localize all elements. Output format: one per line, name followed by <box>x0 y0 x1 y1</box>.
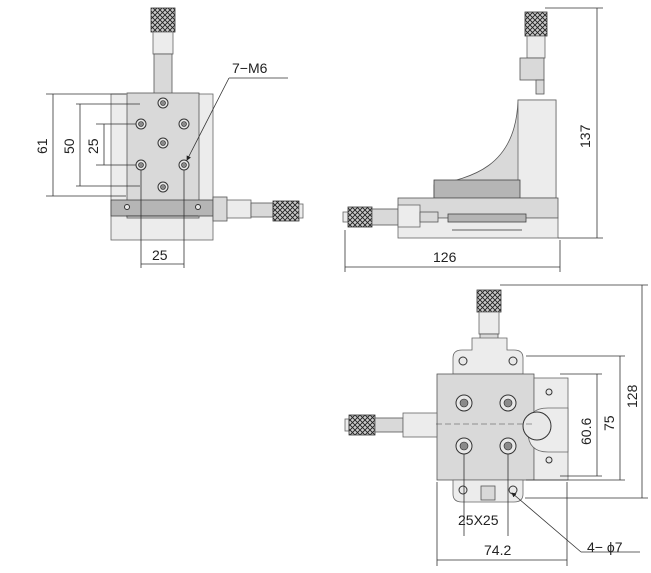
top-view-table <box>436 373 535 481</box>
front-view-dimensions <box>46 77 288 268</box>
front-view-hole-pattern <box>124 97 201 210</box>
tapped-hole-icon <box>178 118 190 130</box>
front-view-dim-width-bottom: 25 <box>152 247 168 263</box>
tapped-hole-icon <box>135 159 147 171</box>
front-view-table <box>126 92 200 219</box>
top-view-side-micrometer <box>344 412 438 438</box>
top-view-dim-height-mid: 75 <box>601 415 617 431</box>
front-view-dim-height-mid: 50 <box>61 138 77 154</box>
tapped-hole-icon <box>178 159 190 171</box>
tapped-hole-icon <box>157 97 169 109</box>
side-view-dim-length: 126 <box>433 249 457 265</box>
through-hole-icon <box>499 437 517 455</box>
side-view: 137 126 <box>342 7 603 272</box>
top-view-dim-height-inner: 60.6 <box>578 418 594 445</box>
front-view: 7−M6 61 50 25 25 <box>34 7 304 268</box>
top-view-dimensions <box>436 284 648 566</box>
top-view-upper-flange <box>452 337 524 375</box>
top-view-hole-pattern <box>455 394 517 455</box>
tapped-hole-icon <box>157 137 169 149</box>
top-view-dim-height-total: 128 <box>624 384 640 408</box>
side-view-dim-height: 137 <box>577 124 593 148</box>
front-view-micrometer <box>150 7 176 95</box>
top-view: 128 75 60.6 25X25 74.2 4− ϕ7 <box>344 284 648 566</box>
top-view-callout-through-holes: 4− ϕ7 <box>587 539 623 555</box>
side-view-dimensions <box>344 7 603 272</box>
tapped-hole-icon <box>135 118 147 130</box>
top-view-dim-width: 74.2 <box>484 542 511 558</box>
side-view-side-micrometer <box>342 204 439 228</box>
through-hole-icon <box>499 394 517 412</box>
side-view-micrometer <box>519 11 548 95</box>
through-hole-icon <box>455 394 473 412</box>
through-hole-icon <box>455 437 473 455</box>
front-view-dim-height-outer: 61 <box>34 138 50 154</box>
top-view-dim-hole-grid: 25X25 <box>458 512 499 528</box>
front-view-dim-height-inner: 25 <box>85 138 101 154</box>
front-view-callout-tapped-holes: 7−M6 <box>232 60 268 76</box>
tapped-hole-icon <box>157 181 169 193</box>
front-view-side-micrometer <box>212 196 304 222</box>
